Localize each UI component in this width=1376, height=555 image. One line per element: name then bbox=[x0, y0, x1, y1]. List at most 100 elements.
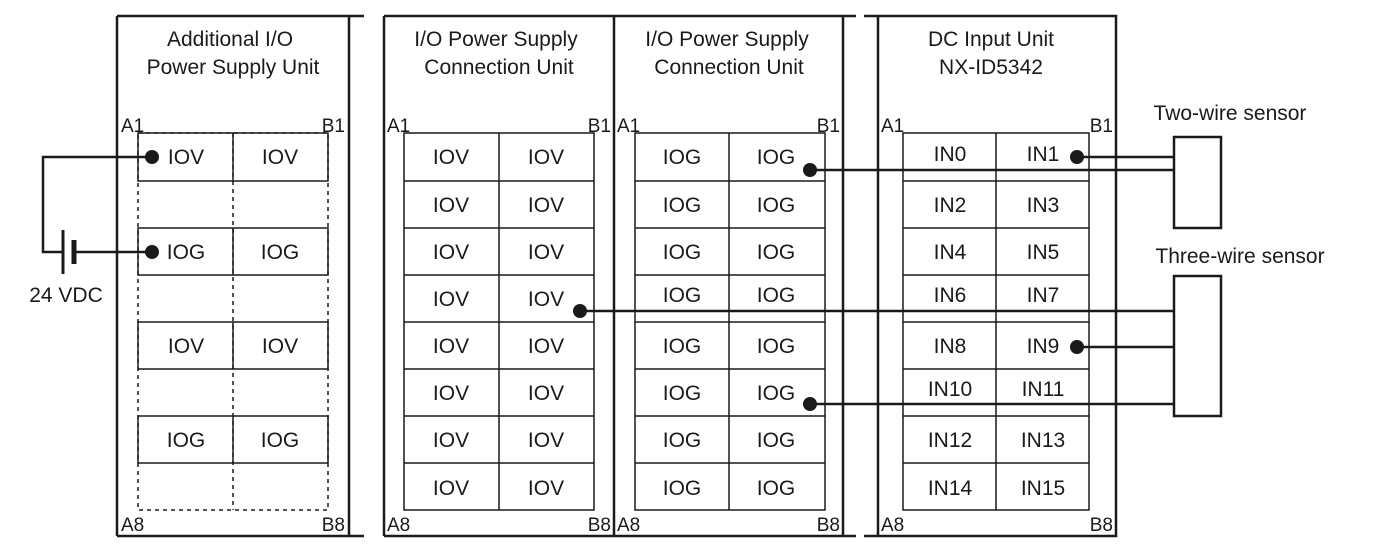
additional-b1: B1 bbox=[322, 116, 345, 137]
dcinput-terminal-label: IN2 bbox=[934, 194, 967, 217]
dcinput-terminal-label: IN11 bbox=[1022, 378, 1065, 401]
connection2-terminal-label: IOG bbox=[757, 335, 796, 358]
connection2-terminal-label: IOG bbox=[663, 477, 702, 500]
dcinput-terminal-label: IN3 bbox=[1027, 194, 1060, 217]
connection2-terminal-label: IOG bbox=[757, 194, 796, 217]
connection1-b8: B8 bbox=[588, 515, 611, 536]
connection1-terminal-label: IOV bbox=[528, 335, 564, 358]
connection1-terminal-block: IOV IOV IOV IOV IOV IOV IOV IOV IOV IOV … bbox=[403, 132, 595, 511]
terminal-dot-icon bbox=[145, 150, 159, 164]
connection1-terminal-label: IOV bbox=[433, 241, 469, 264]
additional-terminal-block: IOV IOV IOG IOG IOV IOV IOG IOG bbox=[137, 132, 329, 511]
dcinput-unit-frame bbox=[864, 14, 1118, 538]
corner-labels: A1 B1 A8 B8 A1 B1 A8 B8 A1 B1 A8 B8 A1 B… bbox=[121, 116, 1113, 536]
three-wire-sensor-label: Three-wire sensor bbox=[1155, 245, 1324, 268]
terminal-dot-icon bbox=[803, 163, 817, 177]
connection1-terminal-label: IOV bbox=[433, 429, 469, 452]
dcinput-title-line2: NX-ID5342 bbox=[939, 56, 1043, 79]
connection1-b1: B1 bbox=[588, 116, 611, 137]
dcinput-terminal-label: IN15 bbox=[1021, 477, 1065, 500]
terminal-dot-icon bbox=[573, 304, 587, 318]
connection1-a1: A1 bbox=[387, 116, 410, 137]
additional-terminal-label: IOV bbox=[262, 146, 298, 169]
power-source-label: 24 VDC bbox=[29, 284, 103, 307]
additional-terminal-label: IOV bbox=[262, 335, 298, 358]
additional-a8: A8 bbox=[121, 515, 144, 536]
connection2-a1: A1 bbox=[617, 116, 640, 137]
connection1-terminal-label: IOV bbox=[528, 194, 564, 217]
connection1-terminal-label: IOV bbox=[433, 477, 469, 500]
additional-terminal-label: IOG bbox=[261, 241, 300, 264]
connection1-terminal-label: IOV bbox=[433, 146, 469, 169]
additional-title-line2: Power Supply Unit bbox=[147, 56, 320, 79]
connection2-a8: A8 bbox=[617, 515, 640, 536]
connection1-terminal-label: IOV bbox=[528, 146, 564, 169]
dcinput-terminal-label: IN0 bbox=[934, 143, 967, 166]
connection2-terminal-label: IOG bbox=[663, 194, 702, 217]
dcinput-title-line1: DC Input Unit bbox=[928, 28, 1054, 51]
connection2-terminal-label: IOG bbox=[663, 335, 702, 358]
additional-unit-frame bbox=[115, 14, 364, 538]
dcinput-terminal-label: IN5 bbox=[1027, 241, 1060, 264]
additional-terminal-label: IOV bbox=[168, 146, 204, 169]
additional-terminal-label: IOV bbox=[168, 335, 204, 358]
field-wiring bbox=[573, 150, 1174, 411]
unit-titles: Additional I/O Power Supply Unit I/O Pow… bbox=[147, 28, 1055, 79]
connection2-terminal-label: IOG bbox=[757, 382, 796, 405]
three-wire-sensor-box bbox=[1172, 274, 1223, 418]
dcinput-terminal-block: IN0 IN1 IN2 IN3 IN4 IN5 IN6 IN7 IN8 IN9 … bbox=[902, 132, 1090, 511]
unit-frames bbox=[115, 14, 1118, 538]
additional-terminal-label: IOG bbox=[167, 241, 206, 264]
connection2-terminal-label: IOG bbox=[663, 429, 702, 452]
dcinput-terminal-label: IN1 bbox=[1027, 143, 1060, 166]
connection2-title-line2: Connection Unit bbox=[654, 56, 804, 79]
dcinput-terminal-label: IN10 bbox=[928, 378, 972, 401]
connection1-title-line1: I/O Power Supply bbox=[414, 28, 578, 51]
connection2-terminal-label: IOG bbox=[663, 241, 702, 264]
dcinput-terminal-label: IN8 bbox=[934, 335, 967, 358]
dcinput-terminal-label: IN6 bbox=[934, 284, 967, 307]
dcinput-terminal-label: IN13 bbox=[1021, 429, 1065, 452]
additional-terminal-label: IOG bbox=[167, 429, 206, 452]
connection1-terminal-label: IOV bbox=[528, 241, 564, 264]
connection1-terminal-label: IOV bbox=[528, 429, 564, 452]
dcinput-terminal-label: IN4 bbox=[934, 241, 967, 264]
connection2-terminal-block: IOG IOG IOG IOG IOG IOG IOG IOG IOG IOG … bbox=[634, 132, 826, 511]
connection2-terminal-label: IOG bbox=[663, 284, 702, 307]
dcinput-a1: A1 bbox=[881, 116, 904, 137]
two-wire-sensor-box bbox=[1172, 135, 1223, 230]
connection2-terminal-label: IOG bbox=[663, 382, 702, 405]
connection2-b8: B8 bbox=[817, 515, 840, 536]
connection1-terminal-label: IOV bbox=[433, 288, 469, 311]
dcinput-terminal-label: IN7 bbox=[1027, 284, 1060, 307]
connection-units-frame bbox=[382, 14, 856, 538]
connection2-terminal-label: IOG bbox=[757, 146, 796, 169]
additional-a1: A1 bbox=[121, 116, 144, 137]
connection2-terminal-label: IOG bbox=[757, 284, 796, 307]
additional-title-line1: Additional I/O bbox=[167, 28, 293, 51]
connection1-a8: A8 bbox=[387, 515, 410, 536]
connection2-terminal-label: IOG bbox=[757, 429, 796, 452]
connection1-terminal-label: IOV bbox=[433, 194, 469, 217]
connection1-terminal-label: IOV bbox=[433, 382, 469, 405]
terminal-dot-icon bbox=[145, 245, 159, 259]
dcinput-a8: A8 bbox=[881, 515, 904, 536]
connection2-terminal-label: IOG bbox=[663, 146, 702, 169]
terminal-dot-icon bbox=[1070, 150, 1084, 164]
three-wire-sensor: Three-wire sensor bbox=[1155, 245, 1325, 418]
terminal-dot-icon bbox=[803, 397, 817, 411]
dcinput-b1: B1 bbox=[1090, 116, 1113, 137]
connection2-b1: B1 bbox=[817, 116, 840, 137]
power-wire-positive bbox=[41, 155, 152, 254]
connection2-terminal-label: IOG bbox=[757, 477, 796, 500]
connection1-title-line2: Connection Unit bbox=[424, 56, 574, 79]
two-wire-sensor: Two-wire sensor bbox=[1154, 102, 1307, 230]
power-source: 24 VDC bbox=[29, 150, 159, 307]
two-wire-sensor-label: Two-wire sensor bbox=[1154, 102, 1307, 125]
dcinput-terminal-label: IN9 bbox=[1027, 335, 1060, 358]
additional-terminal-label: IOG bbox=[261, 429, 300, 452]
dcinput-terminal-label: IN14 bbox=[928, 477, 973, 500]
connection1-terminal-label: IOV bbox=[528, 288, 564, 311]
connection1-terminal-label: IOV bbox=[528, 477, 564, 500]
